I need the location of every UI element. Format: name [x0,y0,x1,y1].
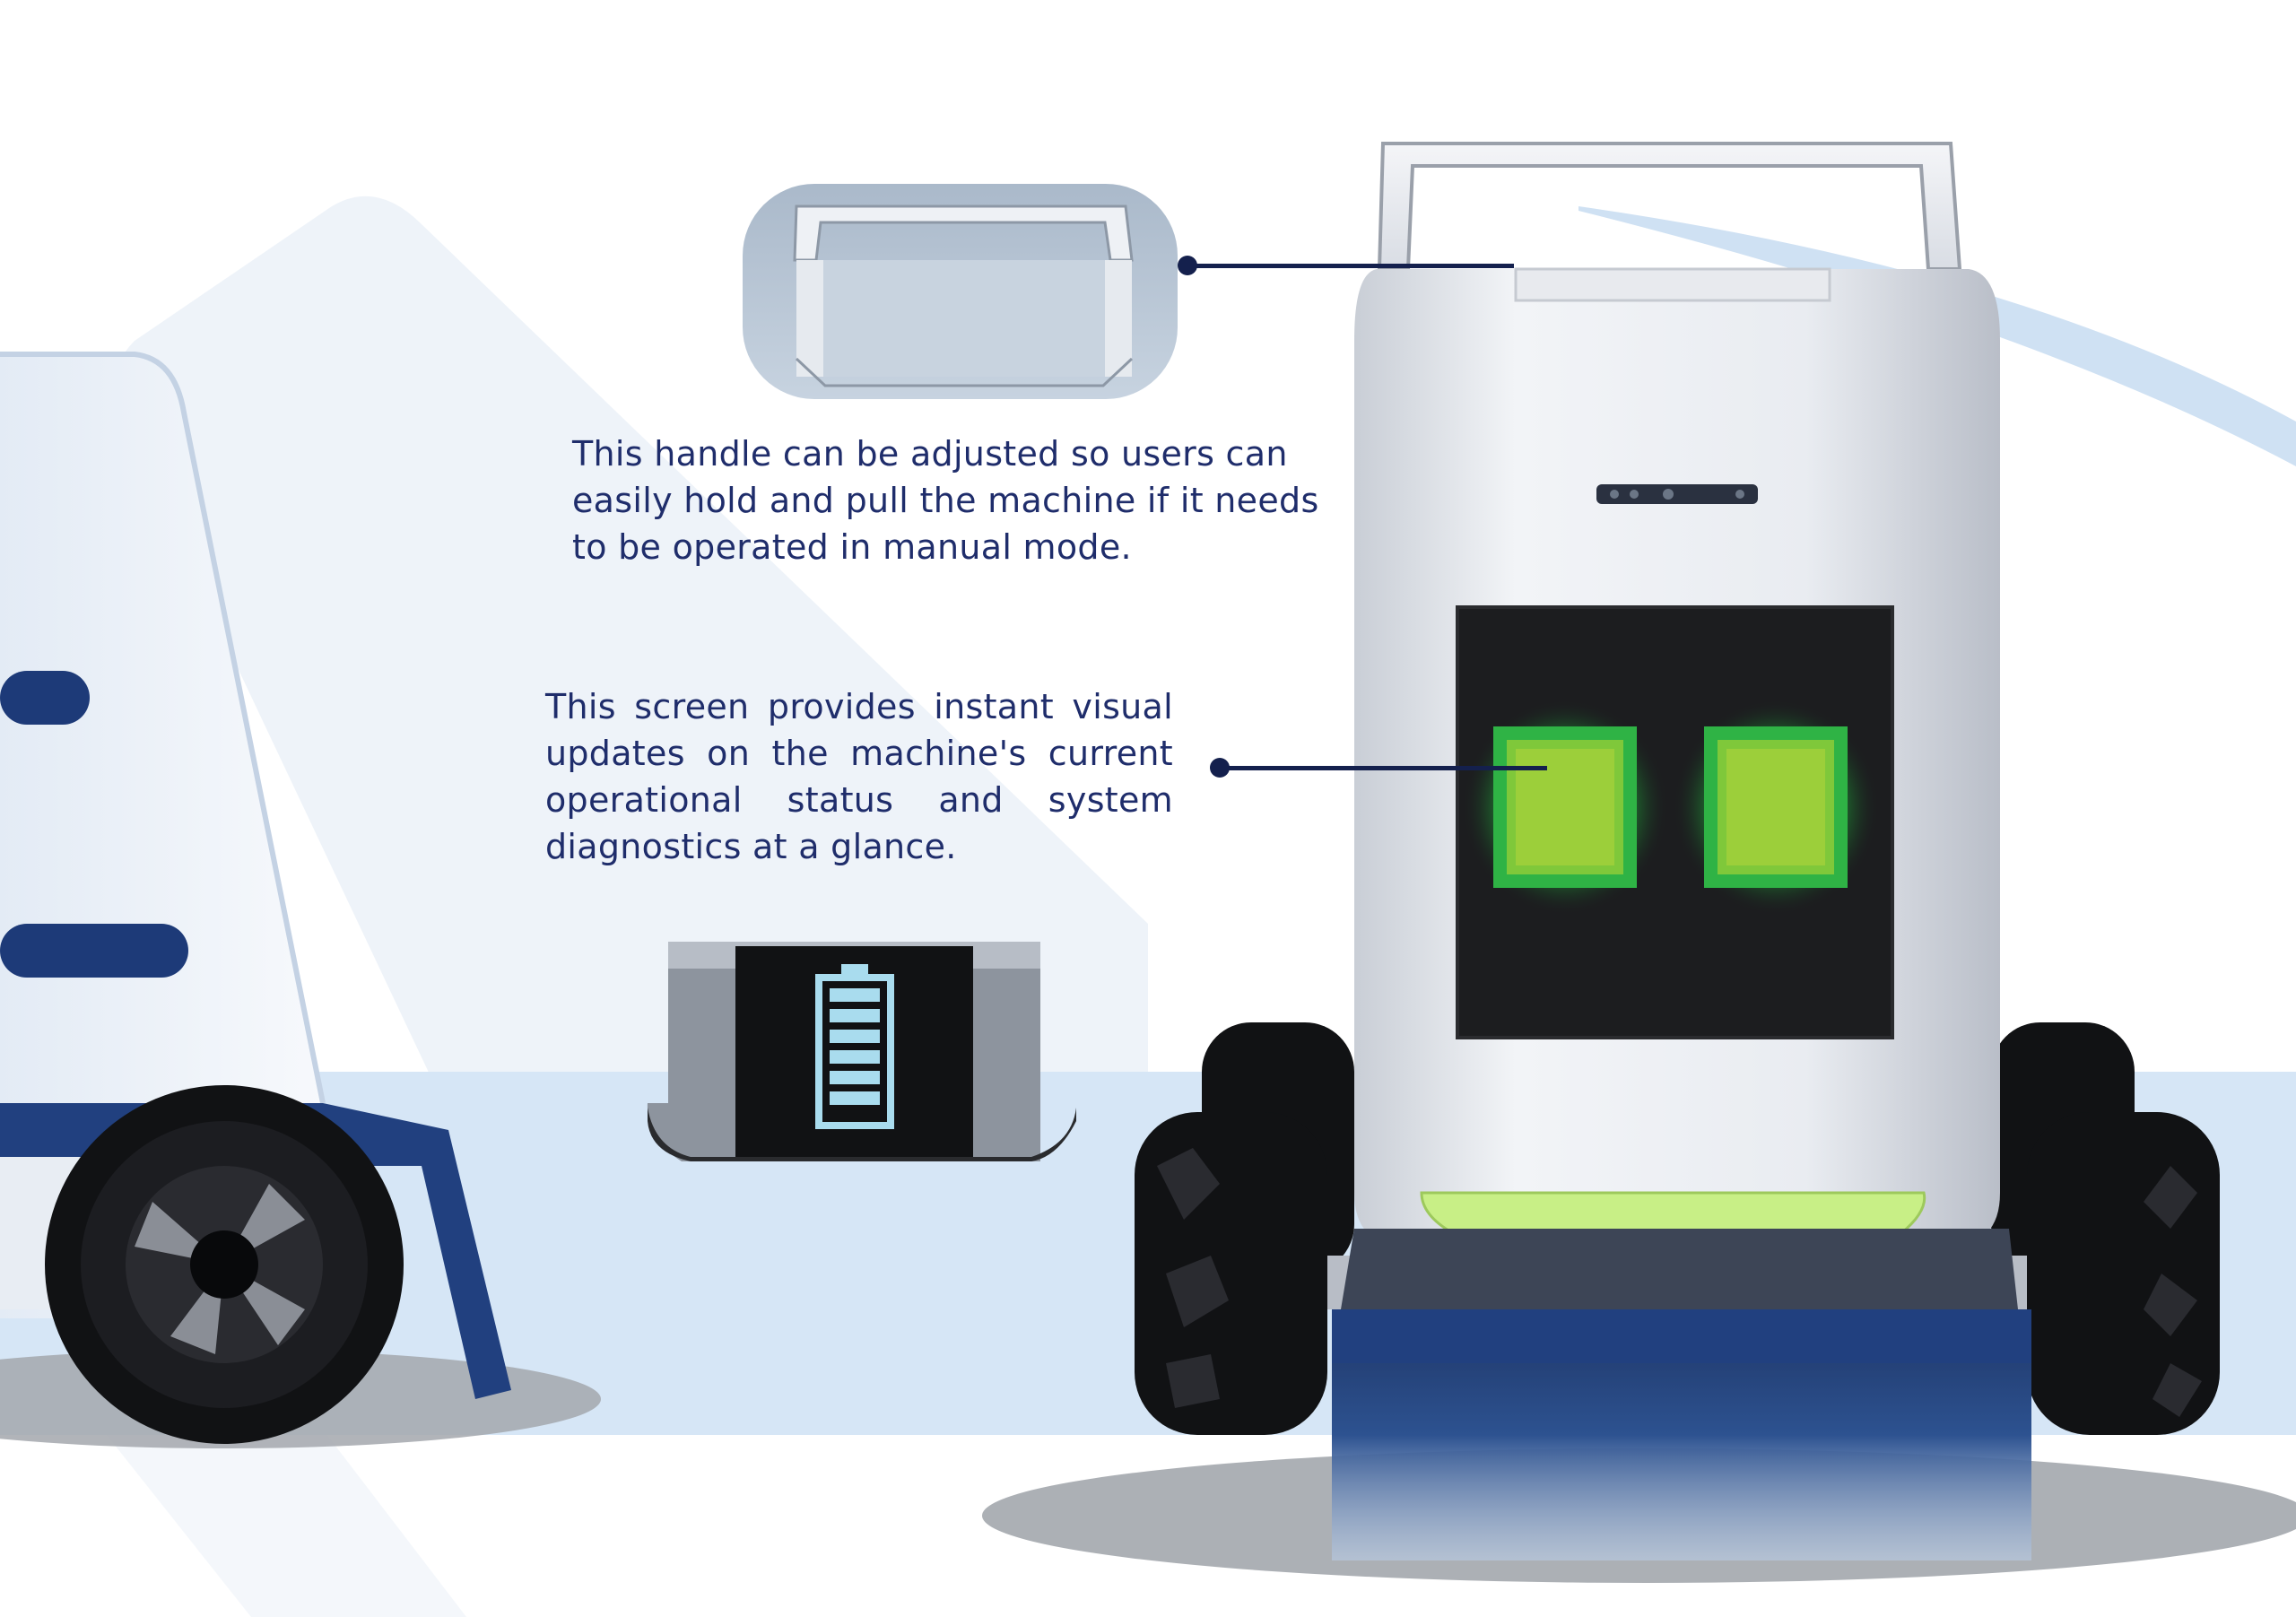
left-eye [1493,726,1637,888]
right-eye [1704,726,1848,888]
handle-description: This handle can be adjusted so users can… [572,434,1319,567]
screen-description: This screen provides instant visual upda… [545,687,1173,866]
front-wheels [1135,1112,2220,1435]
light-strip [1420,1191,1926,1235]
handle [1377,142,1962,271]
battery-display-thumbnail [647,942,1076,1161]
front-scoop [1332,1229,2031,1560]
screen-callout-line [1220,766,1547,770]
handle-detail-thumbnail [743,184,1178,399]
status-screen [1456,605,1894,1039]
left-wheel [45,1085,404,1444]
handle-callout-line [1187,264,1514,268]
robot-machine [982,142,2296,1583]
battery-icon [815,964,894,1129]
left-machine [0,352,601,1448]
